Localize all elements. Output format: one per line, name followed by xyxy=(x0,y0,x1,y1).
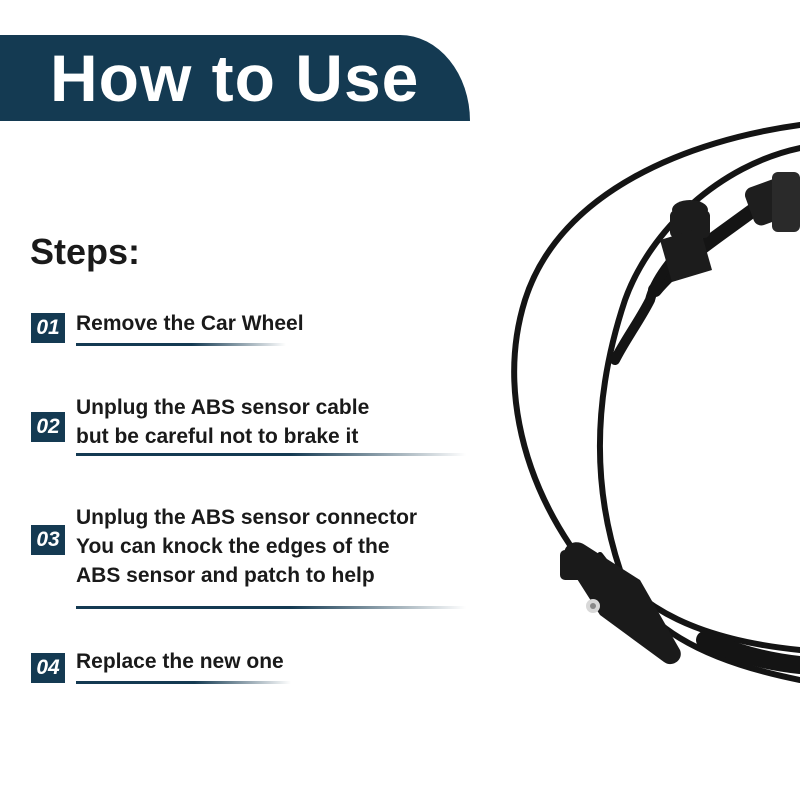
step-text: Unplug the ABS sensor connector You can … xyxy=(76,503,417,590)
step-line-text: Remove the Car Wheel xyxy=(76,312,304,335)
cable-outer-loop xyxy=(511,122,800,548)
step-text: Replace the new one xyxy=(76,647,284,676)
cable-lower-sheath xyxy=(696,631,800,674)
grommet xyxy=(660,200,712,282)
step-number-badge: 03 xyxy=(31,525,65,555)
step-number-badge: 02 xyxy=(31,412,65,442)
title-banner xyxy=(0,35,470,121)
steps-heading: Steps: xyxy=(30,231,141,272)
step-line-text: Replace the new one xyxy=(76,650,284,673)
step-line-text: but be careful not to brake it xyxy=(76,425,359,448)
step-underline xyxy=(76,343,286,346)
step-line-text: Unplug the ABS sensor connector xyxy=(76,506,418,529)
step-underline xyxy=(76,606,466,609)
step-number-badge: 04 xyxy=(31,653,65,683)
step-line-text: You can knock the edges of the xyxy=(76,535,390,558)
step-text: Unplug the ABS sensor cable but be caref… xyxy=(76,393,369,451)
page-title: How to Use xyxy=(50,41,420,115)
sensor-head xyxy=(560,542,681,665)
step-line-text: ABS sensor and patch to help xyxy=(76,564,375,587)
step-number-badge: 01 xyxy=(31,313,65,343)
step-line-text: Unplug the ABS sensor cable xyxy=(76,396,370,419)
abs-sensor-cable-image xyxy=(511,122,800,683)
connector-plug xyxy=(744,172,800,232)
step-text: Remove the Car Wheel xyxy=(76,309,304,338)
step-underline xyxy=(76,453,466,456)
step-underline xyxy=(76,681,291,684)
